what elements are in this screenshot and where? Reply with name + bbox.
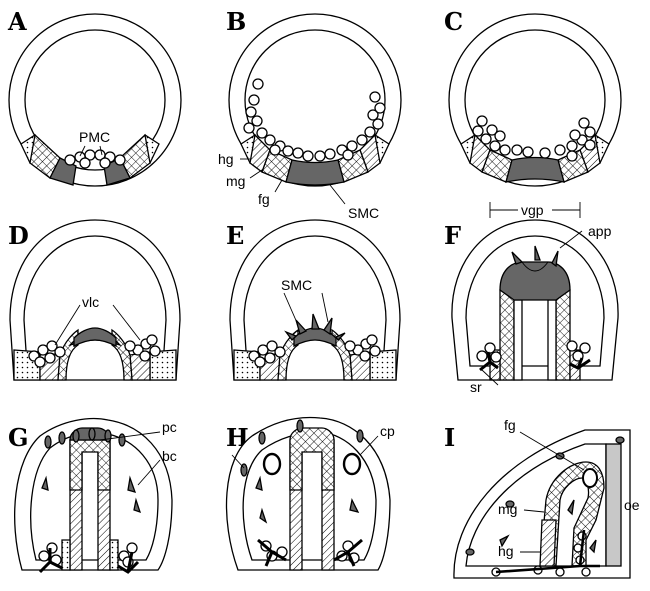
midgut-sector — [540, 520, 556, 566]
panel-letter-e: E — [226, 221, 244, 250]
label-vlc: vlc — [82, 294, 99, 310]
label-cp: cp — [380, 423, 395, 439]
hindgut-sector — [110, 540, 118, 570]
pmc-cell — [115, 155, 125, 165]
fg-leader-line — [275, 180, 282, 192]
panel-letter-i: I — [444, 423, 455, 452]
panel-e: E SMC — [226, 220, 400, 380]
panel-letter-a: A — [7, 7, 27, 36]
coelomic-pouch — [583, 469, 597, 487]
label-vgp: vgp — [521, 202, 544, 218]
panel-c: C vgp — [444, 7, 621, 219]
label-fg: fg — [504, 417, 516, 433]
label-app: app — [588, 223, 612, 239]
archenteron-lumen-wall — [548, 300, 556, 380]
pmc-cell — [100, 158, 110, 168]
label-mg: mg — [498, 501, 517, 517]
label-pmc: PMC — [79, 129, 110, 145]
archenteron-lumen-wall — [514, 300, 522, 380]
oral-ectoderm — [606, 444, 621, 566]
panel-h: H cp — [226, 418, 395, 570]
label-bc: bc — [162, 448, 177, 464]
pmc-cell — [65, 155, 75, 165]
panel-g: G pc bc — [8, 419, 177, 572]
panel-letter-g: G — [8, 423, 29, 452]
mg-leader-line — [250, 170, 262, 178]
vegetal-plate-smc — [506, 158, 564, 183]
smc-leader-line — [330, 185, 345, 204]
smc-tip — [500, 262, 570, 300]
label-oe: oe — [624, 497, 640, 513]
panel-b: B hg mg fg SMC — [218, 7, 401, 221]
panel-i: I fg mg hg oe — [444, 417, 640, 578]
label-smc: SMC — [348, 205, 379, 221]
panel-letter-c: C — [444, 7, 463, 36]
label-fg: fg — [258, 191, 270, 207]
panel-letter-b: B — [226, 7, 246, 36]
panel-letter-d: D — [8, 221, 29, 250]
label-mg: mg — [226, 173, 245, 189]
pmc-cell — [80, 158, 90, 168]
panel-f: F sr app — [444, 220, 618, 395]
label-hg: hg — [498, 543, 514, 559]
hindgut-sector — [62, 540, 70, 570]
foregut-wall — [500, 290, 514, 380]
label-pc: pc — [162, 419, 177, 435]
panel-letter-f: F — [444, 221, 461, 250]
panel-d: D vlc — [8, 220, 180, 380]
panel-a: A PMC — [7, 7, 181, 186]
foregut-wall — [556, 290, 570, 380]
smc-plate — [286, 160, 344, 185]
label-sr: sr — [470, 379, 482, 395]
label-smc: SMC — [281, 277, 312, 293]
label-hg: hg — [218, 151, 234, 167]
